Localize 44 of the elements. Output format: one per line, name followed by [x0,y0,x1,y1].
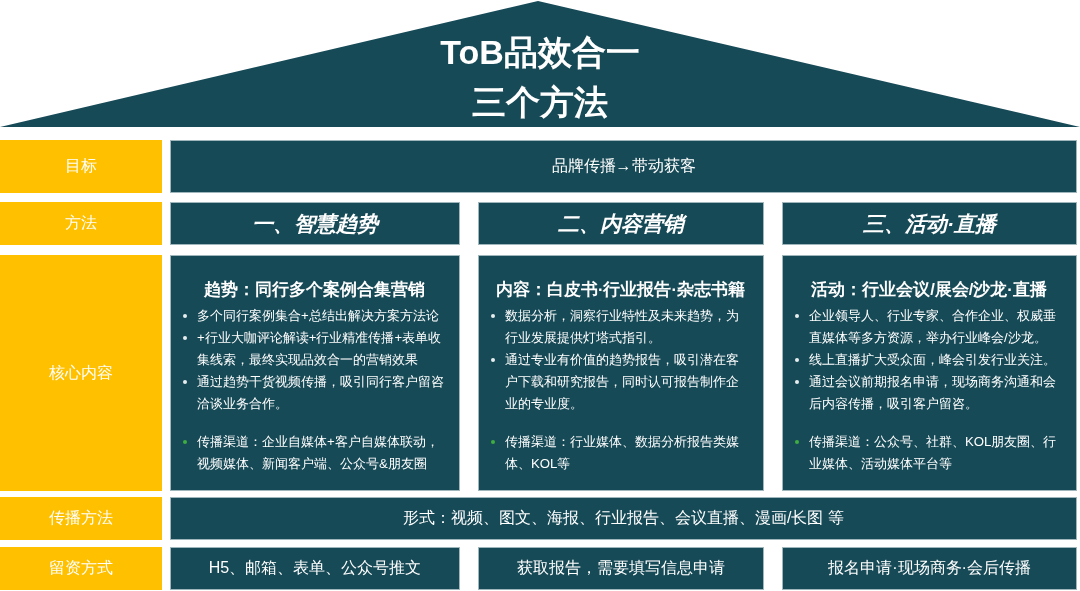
row-label: 目标 [65,156,97,177]
bullet-text: 传播渠道：企业自媒体+客户自媒体联动，视频媒体、新闻客户端、公众号&朋友圈 [197,433,440,473]
method-header-panel [170,202,460,245]
bullet-text: 通过专业有价值的趋势报告，吸引潜在客户下载和研究报告，同时认可报告制作企业的专业度。 [505,351,740,413]
banner-panel [170,497,1077,540]
banner-panel [170,140,1077,193]
method-header-panel [478,202,764,245]
panel-heading: 内容：白皮书·行业报告·杂志书籍 [495,279,746,300]
method-header-panel [782,202,1077,245]
bullet-text: 企业领导人、行业专家、合作企业、权威垂直媒体等多方资源，举办行业峰会/沙龙。 [809,307,1057,347]
row-label: 留资方式 [49,558,113,579]
row-header-panel [0,202,162,245]
banner-text: 品牌传播→带动获客 [551,156,696,177]
row-label: 传播方法 [49,508,113,529]
bullet-text: 数据分析，洞察行业特性及未来趋势，为行业发展提供灯塔式指引。 [505,307,740,347]
row-label: 方法 [65,213,97,234]
row-header-panel [0,140,162,193]
panel-heading: 趋势：同行多个案例合集营销 [203,279,426,300]
roof-title: 三个方法 [472,82,608,123]
banner-text: 形式：视频、图文、海报、行业报告、会议直播、漫画/长图 等 [403,508,844,529]
content-panel [170,255,460,491]
bullet-text: 传播渠道：公众号、社群、KOL朋友圈、行业媒体、活动媒体平台等 [809,433,1058,473]
lead-method-panel [170,547,460,590]
row-header-panel [0,547,162,590]
bullet-text: 通过会议前期报名申请，现场商务沟通和会后内容传播，吸引客户留咨。 [809,373,1057,413]
method-title: 一、智慧趋势 [252,210,378,237]
row-header-panel [0,497,162,540]
bullet-text: 线上直播扩大受众面，峰会引发行业关注。 [809,351,1056,369]
row-header-panel [0,255,162,491]
panel-heading: 活动：行业会议/展会/沙龙·直播 [810,279,1048,300]
lead-method-panel [478,547,764,590]
content-panel [782,255,1077,491]
lead-method-panel [782,547,1077,590]
roof-title: ToB品效合一 [440,32,640,73]
cell-text: 获取报告，需要填写信息申请 [517,558,725,579]
method-title: 三、活动·直播 [863,210,996,237]
bullet-text: 传播渠道：行业媒体、数据分析报告类媒体、KOL等 [505,433,740,473]
cell-text: H5、邮箱、表单、公众号推文 [208,558,422,579]
bullet-text: 通过趋势干货视频传播，吸引同行客户留咨洽谈业务合作。 [197,373,445,413]
bullet-text: 多个同行案例集合+总结出解决方案方法论 [197,307,439,325]
row-label: 核心内容 [49,362,113,383]
bullet-text: +行业大咖评论解读+行业精准传播+表单收集线索，最终实现品效合一的营销效果 [197,329,443,369]
content-panel [478,255,764,491]
cell-text: 报名申请·现场商务·会后传播 [828,558,1031,579]
